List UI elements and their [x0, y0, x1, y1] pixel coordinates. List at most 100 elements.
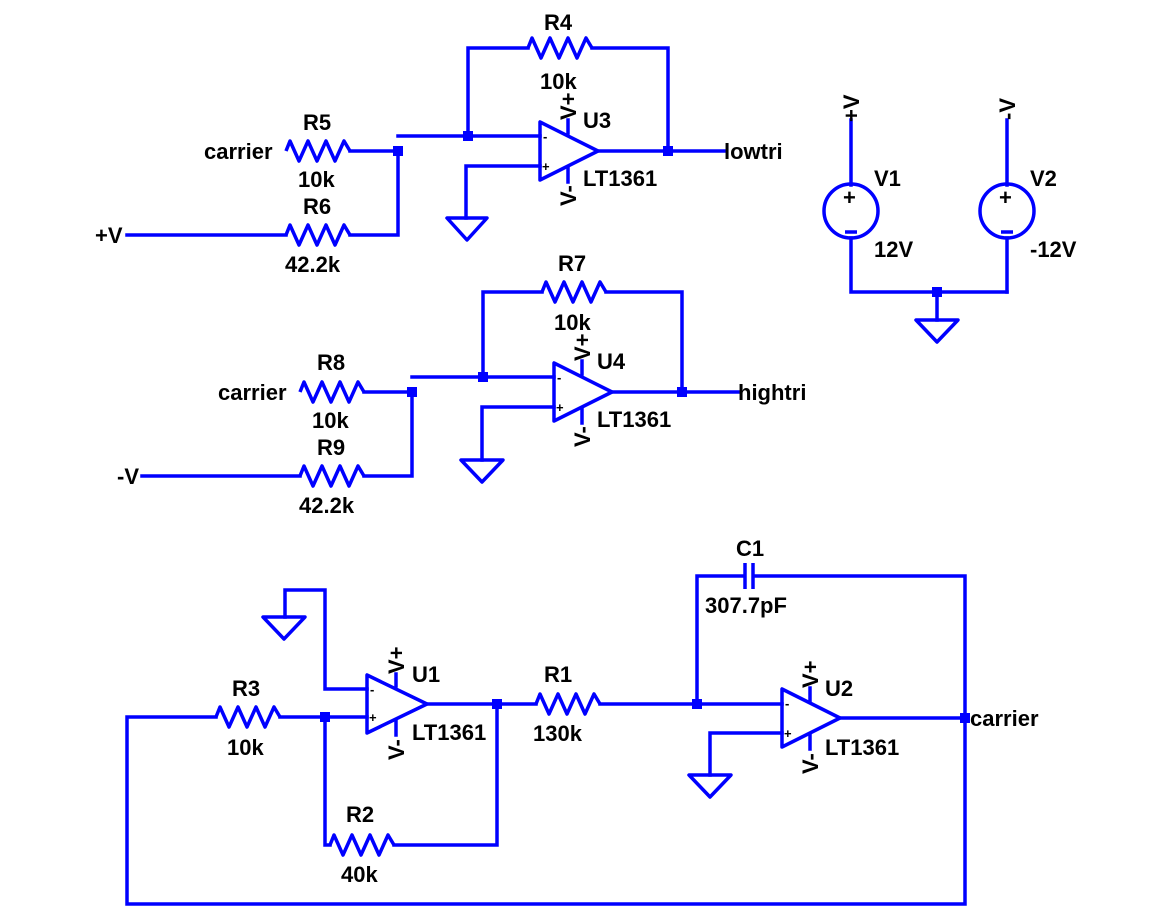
label-r8-ref: R8 [317, 350, 345, 375]
label-r3-ref: R3 [232, 676, 260, 701]
wire-r7-fb-left [481, 290, 544, 379]
opamp-u2-plus-mark: + [784, 726, 792, 741]
label-r3-value: 10k [227, 735, 264, 760]
source-v1-body [822, 182, 880, 240]
label-u2-value: LT1361 [825, 735, 899, 760]
junction-dot [463, 131, 473, 141]
junctions [320, 131, 970, 723]
source-v2-body [978, 182, 1036, 240]
opamp-u4-minus-mark: - [557, 370, 561, 385]
opamp-u3-plus-mark: + [542, 159, 550, 174]
capacitor-c1 [743, 563, 755, 589]
label-u1-ref: U1 [412, 662, 440, 687]
label-r7-ref: R7 [558, 251, 586, 276]
wire-r9-node [362, 390, 414, 478]
pin-label-u2-vpos: V+ [798, 660, 823, 688]
pin-label-u3-vpos: V+ [556, 92, 581, 120]
grounds [261, 216, 960, 799]
wire-u2-noninv [708, 731, 784, 777]
pin-label-u4-vpos: V+ [570, 333, 595, 361]
pin-label-u1-vneg: V- [384, 739, 409, 760]
label-r6-ref: R6 [303, 194, 331, 219]
resistor-r3 [214, 705, 282, 729]
resistor-r5 [284, 139, 352, 163]
label-r5-value: 10k [298, 167, 335, 192]
pin-label-u1-vpos: V+ [384, 646, 409, 674]
label-u4-ref: U4 [597, 349, 626, 374]
resistor-r4 [526, 36, 594, 60]
opamp-u2-body [780, 687, 842, 749]
net-label-v1-pos-supply: +V [839, 94, 864, 122]
wire-v1-bottom [849, 236, 1009, 294]
label-u4-value: LT1361 [597, 407, 671, 432]
opamp-u3-minus-mark: - [543, 129, 547, 144]
label-u3-ref: U3 [583, 108, 611, 133]
label-r2-ref: R2 [346, 802, 374, 827]
label-v2-ref: V2 [1030, 166, 1057, 191]
label-u3-value: LT1361 [583, 166, 657, 191]
ground-icon [687, 773, 733, 799]
junction-dot [663, 146, 673, 156]
label-u2-ref: U2 [825, 676, 853, 701]
wire-c1-left [695, 574, 744, 706]
net-label-carrier: carrier [218, 380, 287, 405]
label-r7-value: 10k [554, 310, 591, 335]
pin-label-u3-vneg: V- [556, 185, 581, 206]
wire-u3-noninv [464, 164, 542, 220]
pin-label-u2-vneg: V- [798, 753, 823, 774]
resistor-r9 [298, 464, 366, 488]
wire-r7-fb-right [604, 290, 684, 394]
wire-r4-fb-left [466, 46, 530, 138]
wire-c1-right [754, 574, 967, 720]
source-v2-plus-mark: + [999, 185, 1012, 210]
net-label-neg-supply: -V [117, 464, 139, 489]
junction-dot [932, 287, 942, 297]
label-r6-value: 42.2k [285, 252, 341, 277]
label-u1-value: LT1361 [412, 720, 486, 745]
junction-dot [407, 387, 417, 397]
label-c1-value: 307.7pF [705, 593, 787, 618]
resistors [214, 36, 608, 857]
label-r2-value: 40k [341, 862, 378, 887]
ground-icon [459, 458, 505, 484]
opamp-u2: - + [780, 687, 842, 749]
label-r1-ref: R1 [544, 662, 572, 687]
source-v1-plus-mark: + [843, 185, 856, 210]
net-label-carrier: carrier [204, 139, 273, 164]
junction-dot [320, 712, 330, 722]
label-v2-value: -12V [1030, 237, 1077, 262]
pin-label-u4-vneg: V- [570, 426, 595, 447]
source-v1: + [822, 182, 880, 240]
wire-loop [125, 715, 967, 906]
net-label-v2-neg-supply: -V [995, 98, 1020, 120]
label-r9-ref: R9 [317, 435, 345, 460]
label-r4-value: 10k [540, 69, 577, 94]
opamp-u4-body [552, 361, 614, 423]
junction-dot [692, 699, 702, 709]
opamp-u1: - + [365, 673, 429, 735]
opamp-u4-plus-mark: + [556, 400, 564, 415]
junction-dot [677, 387, 687, 397]
ground-icon [261, 615, 307, 641]
opamp-u4: - + [552, 361, 614, 423]
opamp-u1-minus-mark: - [370, 682, 374, 697]
wire-r6-node [348, 149, 400, 237]
net-label-pos-supply: +V [95, 223, 123, 248]
net-label-lowtri: lowtri [724, 139, 783, 164]
junction-dot [478, 372, 488, 382]
net-label-hightri: hightri [738, 380, 806, 405]
resistor-r8 [298, 380, 366, 404]
resistor-r2 [328, 833, 396, 857]
opamp-u3-body [538, 120, 600, 182]
label-r1-value: 130k [533, 721, 583, 746]
wire-u4-noninv [480, 405, 556, 462]
junction-dot [393, 146, 403, 156]
labels: R4 10k R5 10k R6 42.2k carrier +V lowtri… [95, 10, 1077, 887]
ground-icon [445, 216, 489, 242]
wire-r2-right [392, 702, 499, 847]
opamp-u1-body [365, 673, 429, 735]
label-r5-ref: R5 [303, 110, 331, 135]
resistor-r6 [284, 223, 352, 247]
net-label-carrier: carrier [970, 706, 1039, 731]
